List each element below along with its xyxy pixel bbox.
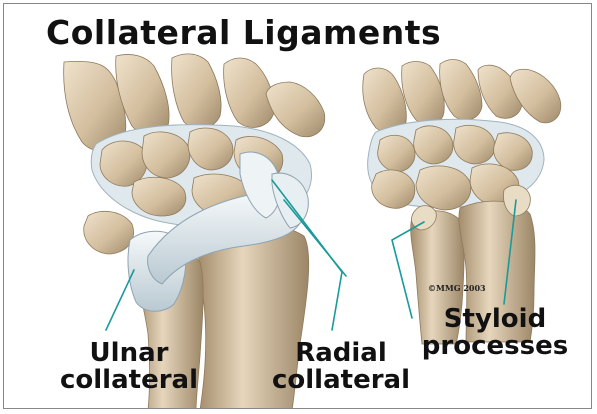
styloid-label-line2: processes: [410, 333, 580, 360]
radial-collateral-label: Radial collateral: [266, 340, 416, 395]
copyright-notice: ©MMG 2003: [428, 283, 486, 293]
styloid-label-line1: Styloid: [410, 306, 580, 333]
metacarpal-bone: [172, 54, 221, 128]
metacarpal-bone: [402, 62, 445, 125]
carpal-bone: [372, 170, 415, 208]
figure-frame: Collateral Ligaments ©MMG 2003 Ulnar col…: [3, 3, 592, 409]
radial-label-line2: collateral: [266, 367, 416, 394]
ulnar-label-line2: collateral: [49, 367, 209, 394]
ulnar-collateral-label: Ulnar collateral: [49, 340, 209, 395]
metacarpal-bone: [440, 60, 482, 121]
ulnar-label-line1: Ulnar: [49, 340, 209, 367]
right-wrist: [363, 60, 561, 345]
figure-title: Collateral Ligaments: [46, 16, 441, 49]
radial-label-line1: Radial: [266, 340, 416, 367]
carpal-bone: [84, 211, 134, 254]
metacarpal-bone: [510, 69, 561, 123]
ulnar-collateral-leader: [106, 270, 134, 330]
styloid-processes-label: Styloid processes: [410, 306, 580, 361]
metacarpal-bone: [363, 68, 407, 133]
metacarpal-bone: [266, 82, 325, 137]
